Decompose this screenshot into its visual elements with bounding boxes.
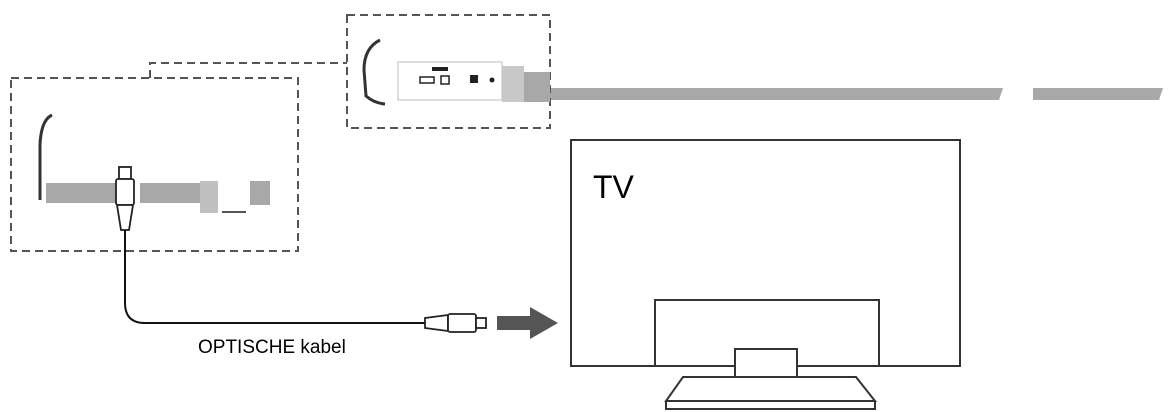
port-usb-icon [470, 75, 478, 83]
port-hdmi-icon [419, 67, 448, 84]
television [570, 139, 961, 410]
tv-stand-back [654, 299, 880, 366]
port-aux-icon [489, 77, 495, 83]
rear-panel-detail-box [346, 14, 551, 129]
port-optical-icon [440, 75, 450, 85]
tv-label: TV [593, 169, 635, 205]
soundbar-body [548, 88, 1163, 100]
optical-cable [115, 166, 487, 333]
side-view-detail-box [10, 77, 299, 252]
cable-label: OPTISCHE kabel [198, 337, 346, 358]
optical-plug-top-icon [115, 166, 135, 231]
tv-screen [570, 139, 961, 367]
direction-arrow-icon [497, 307, 558, 339]
detail-leader-line [149, 62, 347, 78]
tv-stand-base [664, 376, 878, 402]
optical-plug-end-icon [424, 313, 487, 333]
